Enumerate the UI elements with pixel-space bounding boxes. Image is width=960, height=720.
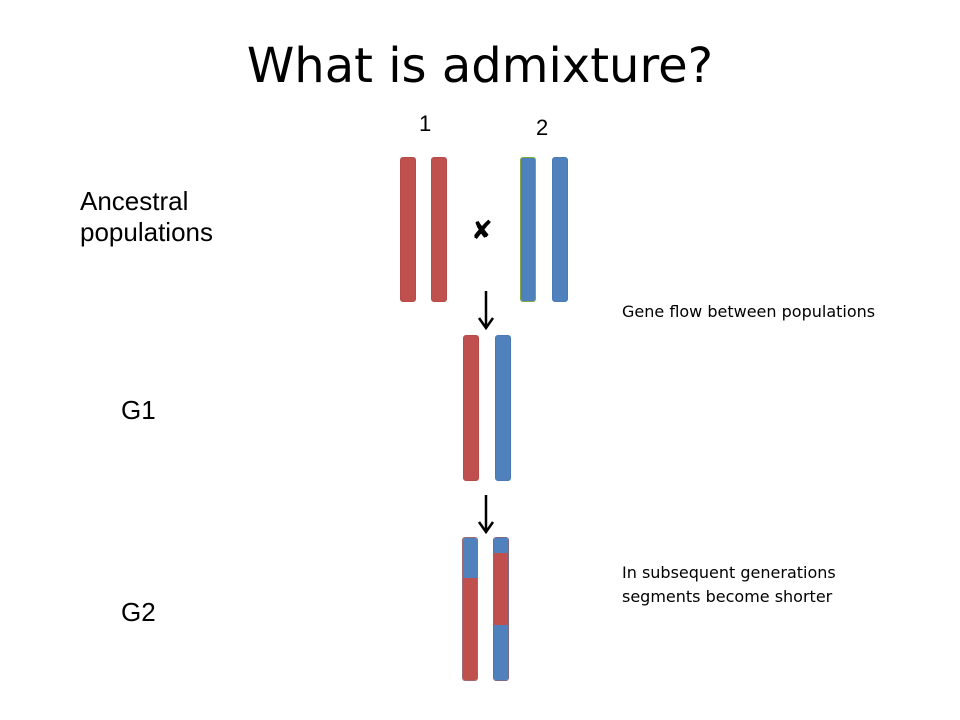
down-arrow-icon bbox=[477, 291, 495, 330]
g2-chromosome-a-pop1-segment bbox=[463, 578, 477, 680]
g2-chromosome-a-pop2-segment bbox=[463, 538, 477, 578]
g2-chromosome-b-pop1-segment bbox=[494, 553, 508, 625]
g1-label: G1 bbox=[121, 395, 156, 425]
subsequent-generations-note: In subsequent generations segments becom… bbox=[622, 563, 836, 606]
g2-chromosome-b-pop2-segment-top bbox=[494, 538, 508, 553]
down-arrow-icon bbox=[477, 495, 495, 534]
g2-chromosome-b-pop2-segment-bottom bbox=[494, 625, 508, 680]
g2-recombined-chromosome-a bbox=[462, 537, 478, 681]
population-2-label: 2 bbox=[536, 115, 549, 140]
ancestral-populations-label: Ancestral populations bbox=[80, 186, 213, 247]
g2-label: G2 bbox=[121, 597, 156, 627]
ancestral-pop1-chromosome-a bbox=[400, 157, 416, 302]
slide-title: What is admixture? bbox=[246, 38, 714, 94]
g1-chromosome-pop2 bbox=[495, 335, 511, 481]
cross-icon: ✘ bbox=[471, 216, 493, 246]
ancestral-pop2-chromosome-a bbox=[520, 157, 536, 302]
ancestral-pop1-chromosome-b bbox=[431, 157, 447, 302]
gene-flow-note: Gene flow between populations bbox=[622, 302, 876, 321]
ancestral-pop2-chromosome-b bbox=[552, 157, 568, 302]
g2-recombined-chromosome-b bbox=[493, 537, 509, 681]
population-1-label: 1 bbox=[419, 111, 432, 136]
g1-chromosome-pop1 bbox=[463, 335, 479, 481]
